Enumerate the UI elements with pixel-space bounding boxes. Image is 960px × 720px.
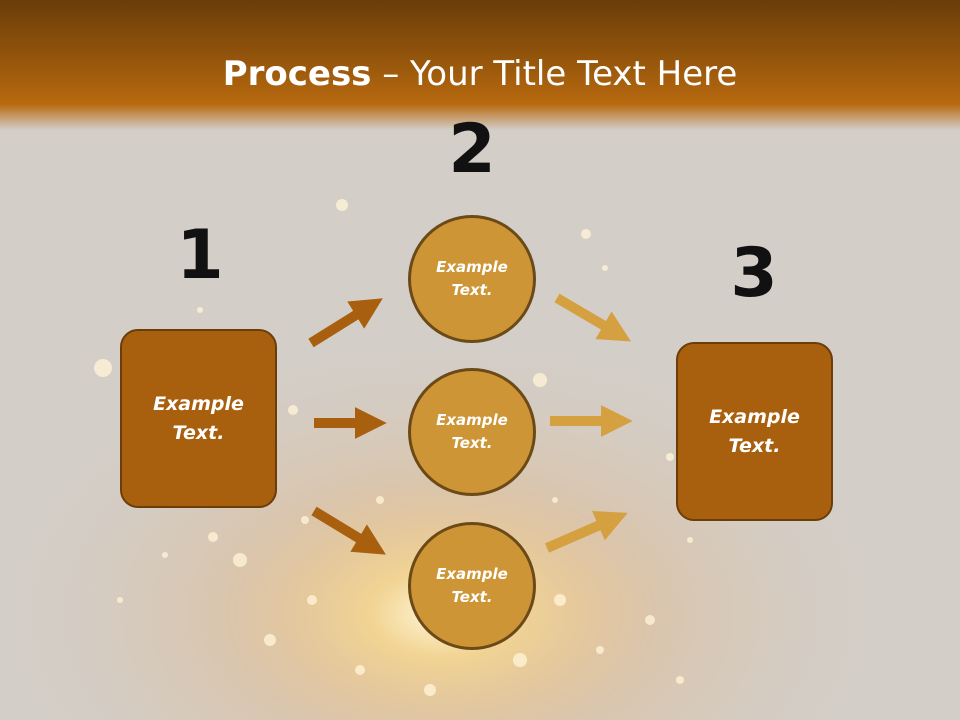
step-number-1: 1 — [176, 216, 224, 295]
slide-title: Process – Your Title Text Here — [0, 52, 960, 96]
arrow-left-to-bottom — [311, 506, 386, 555]
title-bold: Process — [222, 54, 372, 94]
left-process-box: Example Text. — [120, 329, 277, 508]
circle-middle: Example Text. — [408, 368, 536, 496]
circle-top: Example Text. — [408, 215, 536, 343]
right-process-box: Example Text. — [676, 342, 833, 521]
circle-bottom: Example Text. — [408, 522, 536, 650]
arrow-top-to-right — [554, 293, 632, 342]
arrow-bottom-to-right — [545, 510, 628, 553]
step-number-3: 3 — [730, 234, 778, 313]
title-bar — [0, 0, 960, 130]
step-number-2: 2 — [448, 110, 496, 189]
title-rest: – Your Title Text Here — [371, 54, 738, 94]
arrow-left-to-top — [308, 298, 383, 348]
